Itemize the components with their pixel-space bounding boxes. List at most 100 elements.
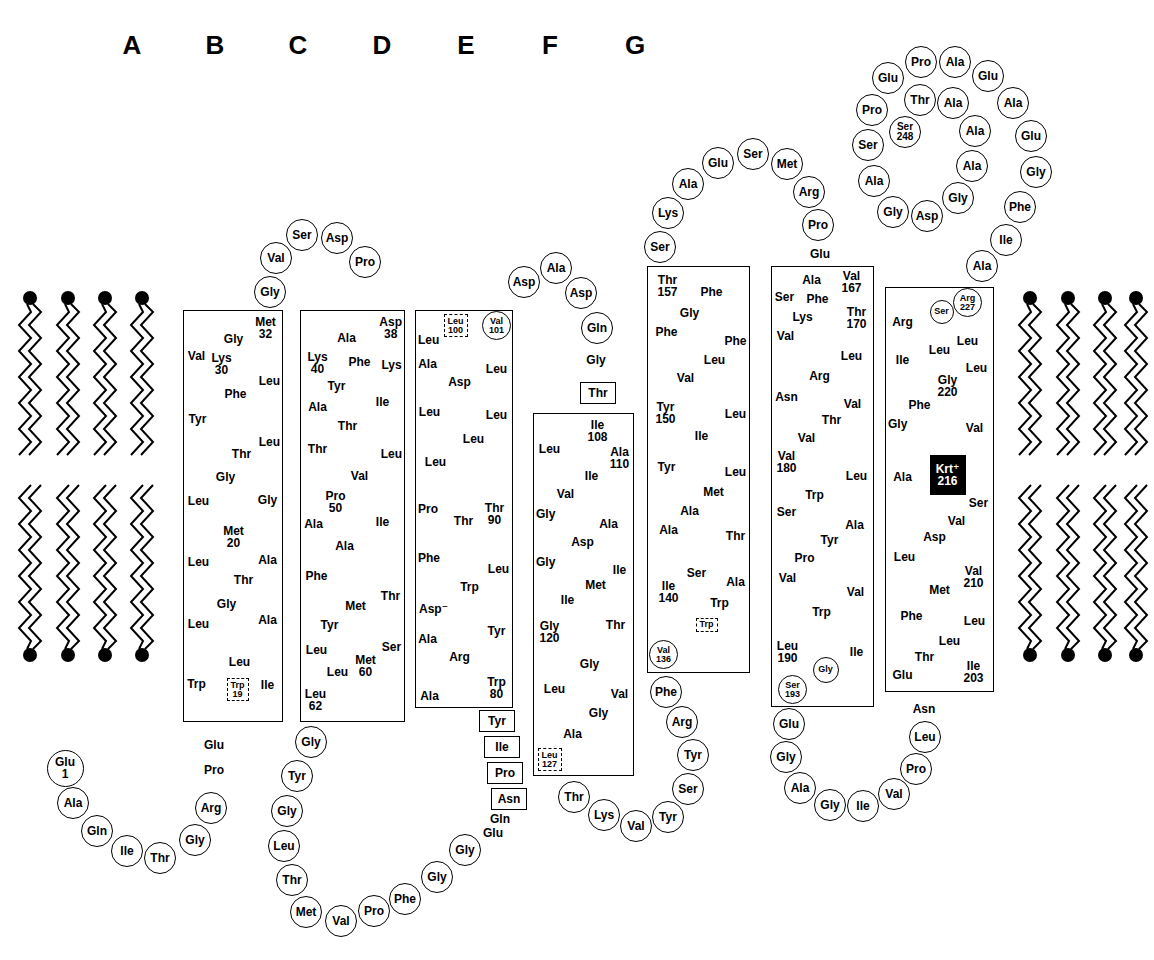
residue-label: Leu <box>273 840 294 852</box>
lipid-tail <box>1057 485 1069 649</box>
lipid-tail <box>141 304 153 455</box>
residue-circle: Thr <box>276 864 308 896</box>
lipid-tail <box>1067 485 1079 649</box>
residue-label: Phe <box>305 570 327 582</box>
residue-circle: Phe <box>389 883 421 915</box>
residue-label: Ile <box>695 430 708 442</box>
residue-label: Ser <box>743 148 762 160</box>
residue-label: Leu <box>929 344 950 356</box>
lipid <box>94 485 116 662</box>
residue-label: Tyr <box>488 625 506 637</box>
residue-label: Leu <box>418 334 439 346</box>
residue-circle: Ile <box>111 835 143 867</box>
residue-label: Val <box>677 372 694 384</box>
residue-circle: Gln <box>581 312 613 344</box>
residue-label: Glu <box>893 669 913 681</box>
lipid-tail <box>94 485 106 649</box>
residue-label: Ser <box>775 291 794 303</box>
lipid <box>1057 291 1079 455</box>
residue-label: Ile <box>856 800 869 812</box>
residue-label: Leu <box>841 350 862 362</box>
residue-label: Leu <box>725 408 746 420</box>
residue-label: Gly <box>818 665 833 674</box>
residue-label: Leu <box>306 644 327 656</box>
residue-circle: Phe <box>1004 191 1036 223</box>
residue-circle: Asp <box>565 277 597 309</box>
residue-circle: Gly <box>814 789 846 821</box>
residue-label: Phe <box>1009 201 1031 213</box>
residue-label: Met <box>777 158 798 170</box>
residue-label: Tyr <box>288 770 306 782</box>
helix-letter: D <box>373 32 392 58</box>
residue-circle: Gln <box>81 815 113 847</box>
residue-label: Val <box>779 572 796 584</box>
lipid <box>19 291 41 455</box>
lipid-tail <box>1019 485 1031 649</box>
residue-label: Gln <box>490 813 510 825</box>
residue-label: Thr <box>150 852 169 864</box>
residue-label: Glu <box>483 827 503 839</box>
residue-label: Met 32 <box>255 316 276 340</box>
lipid-head <box>1129 291 1143 305</box>
residue-label: Ala <box>304 518 323 530</box>
residue-circle: Gly <box>1020 156 1052 188</box>
residue-label: Pro <box>204 764 224 776</box>
residue-label: Tyr <box>189 413 207 425</box>
residue-label: Gly <box>224 333 243 345</box>
residue-label: Leu <box>704 354 725 366</box>
residue-label: Trp <box>710 597 729 609</box>
lipid <box>1094 485 1116 662</box>
residue-circle: Met <box>771 148 803 180</box>
helix-box: Leu 127Ile 108LeuAla 110IleValGlyAlaAspG… <box>533 413 634 776</box>
residue-circle: Ser 193 <box>778 675 807 704</box>
residue-label: Ser <box>292 229 311 241</box>
residue-circle: Ile <box>990 224 1022 256</box>
residue-label: Gly <box>277 805 296 817</box>
residue-circle: Gly <box>421 861 453 893</box>
lipid-tail <box>57 485 69 649</box>
residue-label: Thr <box>308 443 327 455</box>
lipid-head <box>1061 291 1075 305</box>
residue-circle: Val <box>620 810 652 842</box>
residue-label: Leu <box>188 618 209 630</box>
residue-label: Asp <box>448 376 471 388</box>
residue-label: Gly <box>536 556 555 568</box>
residue-label: Gly 220 <box>937 374 957 398</box>
residue-circle: Gly <box>813 657 839 683</box>
lipid-head <box>23 648 37 662</box>
residue-circle: Glu 1 <box>47 750 84 787</box>
residue-label: Trp <box>460 581 479 593</box>
residue-circle: Gly <box>254 276 286 308</box>
residue-label: Pro <box>495 767 515 779</box>
residue-circle: Ile <box>847 790 879 822</box>
residue-label: Met <box>929 584 950 596</box>
residue-label: Trp <box>812 606 831 618</box>
lipid <box>57 485 79 662</box>
residue-label: Tyr <box>488 715 506 727</box>
residue-circle: Leu <box>268 830 300 862</box>
residue-label: Phe <box>655 326 677 338</box>
lipid-tail <box>67 485 79 649</box>
residue-label: Thr <box>381 590 400 602</box>
residue-label: Ala 110 <box>610 446 629 470</box>
residue-label: Asp <box>326 232 349 244</box>
lipid-tail <box>1067 304 1079 455</box>
residue-label: Gly <box>217 598 236 610</box>
helix-box: Asp 38AlaLys 40LysPheTyrAlaIleThrThrLeuV… <box>300 310 405 722</box>
residue-label: Thr <box>232 448 251 460</box>
residue-label: Pro 50 <box>325 490 345 514</box>
residue-label: Asp <box>923 531 946 543</box>
residue-label: Thr 157 <box>657 274 677 298</box>
residue-circle: Val <box>260 242 292 274</box>
residue-circle: Gly <box>271 795 303 827</box>
lipid-head <box>1061 648 1075 662</box>
residue-label: Thr <box>564 791 583 803</box>
residue-label: Trp 19 <box>230 681 244 699</box>
residue-label: Tyr <box>659 811 677 823</box>
residue-label: Ile <box>613 564 626 576</box>
residue-circle: Glu <box>1015 120 1047 152</box>
lipid-tail <box>141 485 153 649</box>
residue-box: Asn <box>491 788 527 810</box>
residue-circle: Val <box>878 778 910 810</box>
residue-label: Gly <box>776 751 795 763</box>
